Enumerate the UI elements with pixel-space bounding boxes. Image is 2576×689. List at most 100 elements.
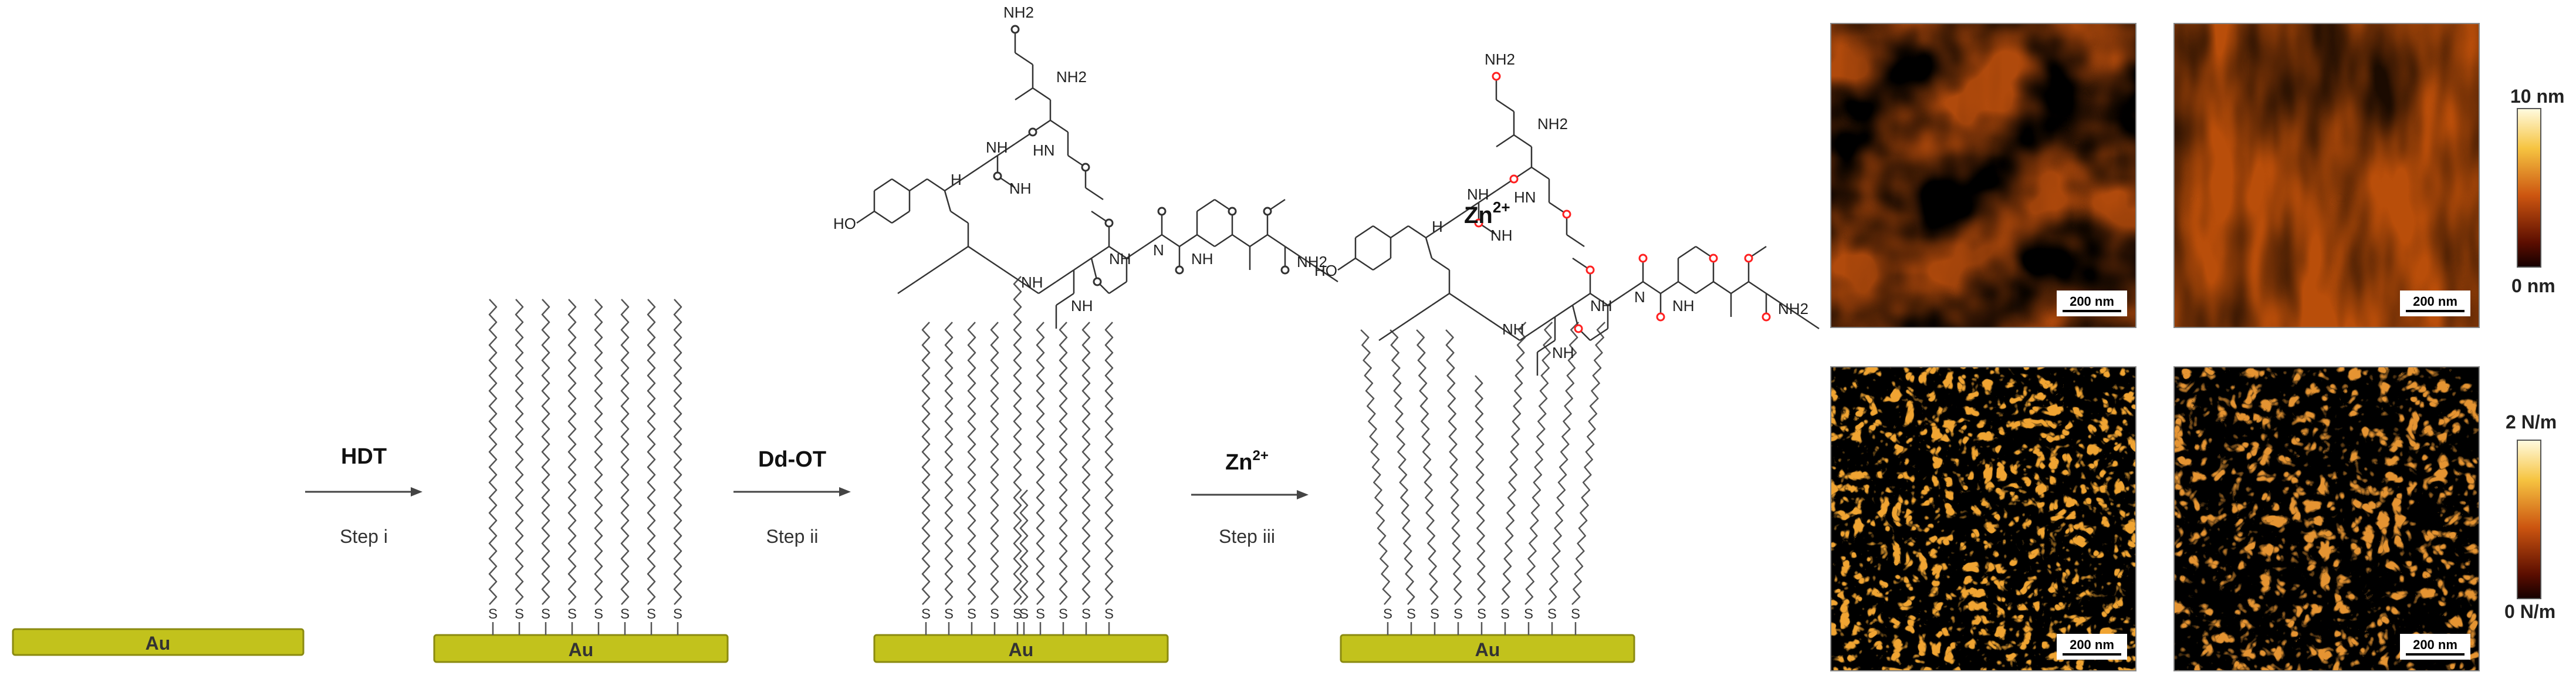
carbonyl-oxygen bbox=[1175, 265, 1184, 275]
alkyl-chain-backbone bbox=[1524, 322, 1553, 605]
alkyl-chain-backbone bbox=[1445, 329, 1462, 605]
atom-label: HO bbox=[1314, 262, 1337, 279]
atom-label: NH2 bbox=[1778, 300, 1808, 318]
atom-label: NH2 bbox=[1003, 4, 1034, 21]
alkyl-chain: S bbox=[1445, 329, 1463, 635]
carbonyl-oxygen bbox=[1104, 218, 1114, 228]
sulfur-atom-label: S bbox=[515, 606, 524, 622]
step-3: Zn2+ Step iii bbox=[1191, 448, 1309, 547]
sulfur-atom-label: S bbox=[1407, 606, 1416, 622]
alkyl-chain-backbone bbox=[921, 322, 931, 605]
carbonyl-oxygen bbox=[1280, 265, 1290, 275]
afm-modulus-image-2: 200 nm bbox=[2173, 366, 2480, 671]
scale-bar: 200 nm bbox=[2400, 634, 2470, 660]
sulfur-atom-label: S bbox=[1500, 606, 1510, 622]
alkyl-chain: S bbox=[1059, 322, 1068, 635]
atom-label: NH2 bbox=[1297, 253, 1327, 271]
alkyl-chain: S bbox=[1019, 489, 1029, 635]
step-3-reagent: Zn2+ bbox=[1225, 448, 1269, 475]
atom-label: NH bbox=[1071, 297, 1093, 315]
alkyl-chain-backbone bbox=[1019, 489, 1029, 605]
step-3-arrowhead bbox=[1297, 490, 1309, 499]
alkyl-chain-backbone bbox=[673, 299, 682, 605]
alkyl-chain-backbone bbox=[1081, 322, 1091, 605]
sulfur-atom-label: S bbox=[1081, 606, 1091, 622]
modulus-colorbar: 2 N/m 0 N/m bbox=[2504, 411, 2557, 622]
step-2-arrowhead bbox=[839, 487, 851, 497]
atom-label: NH bbox=[1490, 227, 1513, 244]
alkyl-chain-backbone bbox=[1416, 329, 1439, 605]
sulfur-atom-label: S bbox=[1571, 606, 1580, 622]
sulfur-atom-label: S bbox=[673, 606, 682, 622]
height-colorbar-min: 0 nm bbox=[2511, 275, 2555, 296]
scale-bar-label: 200 nm bbox=[2070, 294, 2114, 309]
carbonyl-oxygen bbox=[1762, 312, 1771, 322]
step-1-arrowhead bbox=[411, 487, 422, 497]
carbonyl-oxygen bbox=[1509, 174, 1519, 184]
scale-bar-label: 200 nm bbox=[2070, 637, 2114, 652]
atom-label: HN bbox=[1033, 141, 1055, 159]
afm-height-image-2: 200 nm bbox=[2173, 23, 2480, 328]
afm-height-image-1: 200 nm bbox=[1830, 23, 2136, 328]
carbonyl-oxygen bbox=[1157, 207, 1167, 216]
alkyl-chain: S bbox=[647, 299, 656, 635]
sulfur-atom-label: S bbox=[921, 606, 931, 622]
step-3-label: Step iii bbox=[1219, 526, 1275, 547]
carbonyl-oxygen bbox=[1474, 218, 1483, 228]
sulfur-atom-label: S bbox=[1453, 606, 1463, 622]
sulfur-atom-label: S bbox=[541, 606, 550, 622]
alkyl-chain-backbone bbox=[1501, 322, 1527, 605]
carbonyl-oxygen bbox=[1638, 254, 1648, 263]
atom-label: NH bbox=[1590, 297, 1612, 315]
alkyl-chain-backbone bbox=[620, 299, 630, 605]
alkyl-chain-backbone bbox=[967, 322, 976, 605]
height-colorbar: 10 nm 0 nm bbox=[2510, 86, 2564, 296]
gold-substrate bbox=[433, 634, 729, 663]
afm-modulus-image-1: 200 nm bbox=[1830, 366, 2136, 671]
atom-label: H bbox=[1432, 218, 1443, 235]
atom-label: NH bbox=[1672, 297, 1695, 315]
atom-label: NH2 bbox=[1485, 50, 1515, 68]
atom-label: N bbox=[1634, 288, 1645, 306]
step-2-label: Step ii bbox=[766, 526, 819, 547]
alkyl-chain: S bbox=[1390, 329, 1416, 635]
sulfur-atom-label: S bbox=[990, 606, 999, 622]
atom-label: NH bbox=[1109, 250, 1131, 268]
carbonyl-oxygen bbox=[1228, 207, 1237, 216]
alkyl-chain: S bbox=[1475, 375, 1486, 635]
gold-label: Au bbox=[1475, 639, 1500, 660]
atom-label: HN bbox=[1514, 188, 1536, 206]
sulfur-atom-label: S bbox=[620, 606, 630, 622]
alkyl-chain: S bbox=[673, 299, 682, 635]
alkyl-chain-backbone bbox=[1013, 276, 1022, 605]
zinc-ion-label: Zn2+ bbox=[1464, 198, 1510, 228]
scale-bar: 200 nm bbox=[2057, 291, 2127, 316]
step-1: HDT Step i bbox=[305, 444, 422, 547]
alkyl-chain: S bbox=[1416, 329, 1439, 635]
alkyl-chain-backbone bbox=[1390, 329, 1415, 605]
sulfur-atom-label: S bbox=[1383, 606, 1392, 622]
sulfur-atom-label: S bbox=[1036, 606, 1045, 622]
alkyl-chain: S bbox=[990, 322, 999, 635]
scale-bar-label: 200 nm bbox=[2413, 294, 2457, 309]
alkyl-chain-backbone bbox=[594, 299, 603, 605]
alkyl-chain-backbone bbox=[1059, 322, 1068, 605]
modulus-colorbar-max: 2 N/m bbox=[2506, 411, 2557, 433]
sulfur-atom-label: S bbox=[1013, 606, 1022, 622]
alkyl-chain: S bbox=[921, 322, 931, 635]
gold-label: Au bbox=[1009, 639, 1034, 660]
alkyl-chain-backbone bbox=[647, 299, 656, 605]
carbonyl-oxygen bbox=[1744, 254, 1753, 263]
scale-bar-label: 200 nm bbox=[2413, 637, 2457, 652]
alkyl-chain-backbone bbox=[541, 299, 550, 605]
sulfur-atom-label: S bbox=[1430, 606, 1439, 622]
step-2-reagent: Dd-OT bbox=[758, 447, 826, 472]
alkyl-chain: S bbox=[1036, 322, 1045, 635]
alkyl-chain: S bbox=[967, 322, 976, 635]
alkyl-chain: S bbox=[1360, 329, 1392, 635]
sulfur-atom-label: S bbox=[1104, 606, 1114, 622]
